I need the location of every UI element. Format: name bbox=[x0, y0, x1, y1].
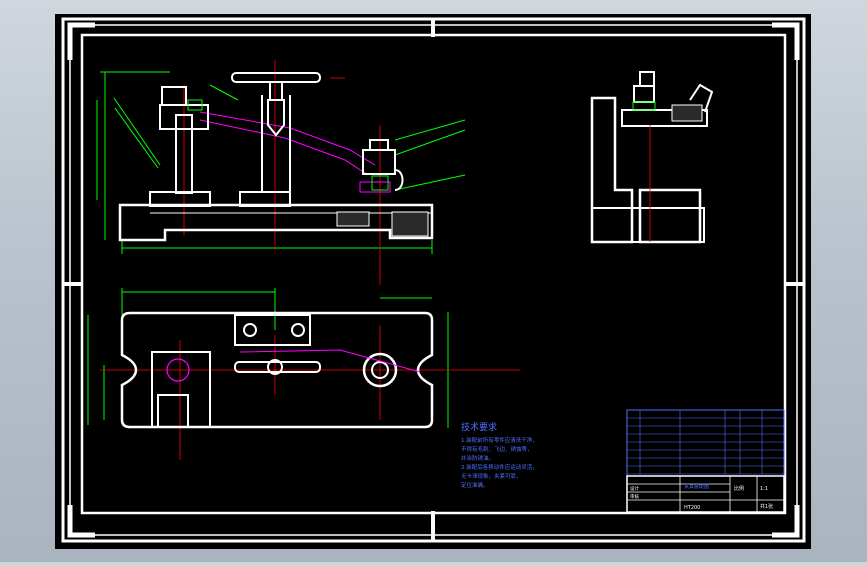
fastening-wheel-icon bbox=[362, 352, 398, 388]
side-hook bbox=[689, 83, 714, 113]
checker-label: 审核 bbox=[630, 493, 639, 500]
top-column-block bbox=[234, 314, 311, 346]
sheet-frame bbox=[61, 17, 806, 543]
right-hook bbox=[394, 169, 404, 191]
right-clamp-jaw bbox=[371, 175, 389, 191]
bolt-hole-right bbox=[291, 323, 305, 337]
drawing-title: 夹具装配图 bbox=[684, 483, 709, 490]
bolt-hole-left bbox=[243, 323, 257, 337]
top-left-bore bbox=[166, 358, 190, 382]
note-line-4: 2.装配后各移动件应运动灵活， bbox=[461, 463, 538, 471]
side-section-hatch bbox=[671, 104, 703, 122]
top-base-plate bbox=[120, 311, 434, 429]
designer-label: 设计 bbox=[630, 485, 639, 492]
title-block-grid bbox=[627, 476, 784, 512]
base-plate bbox=[118, 203, 434, 242]
parts-list-grid bbox=[627, 410, 784, 475]
side-clamp-arm bbox=[621, 109, 708, 127]
side-bolt-top bbox=[639, 71, 655, 87]
front-view[interactable] bbox=[96, 60, 466, 285]
center-column-foot bbox=[239, 191, 291, 207]
material-label: HT200 bbox=[684, 505, 700, 511]
screw-tip bbox=[267, 99, 285, 137]
drawing-sheet bbox=[55, 14, 811, 549]
scale-value: 1:1 bbox=[760, 486, 768, 492]
top-left-clamp bbox=[157, 394, 189, 428]
left-spring bbox=[187, 99, 203, 111]
sheet-count: 共1张 bbox=[760, 503, 773, 510]
note-line-5: 无卡滞现象，夹紧可靠， bbox=[461, 472, 522, 480]
side-base-plate bbox=[591, 207, 705, 243]
section-hatch-left bbox=[336, 211, 370, 227]
side-spring bbox=[632, 101, 656, 111]
left-support-column bbox=[175, 114, 193, 194]
title-block-frame bbox=[626, 475, 785, 513]
side-view[interactable] bbox=[590, 71, 714, 244]
note-line-6: 定位准确。 bbox=[461, 481, 489, 489]
technical-notes: 技术要求 1.装配前所有零件应清洗干净， 不得有毛刺、飞边、锈蚀等， 并涂防锈油… bbox=[461, 421, 538, 489]
note-line-3: 并涂防锈油。 bbox=[461, 454, 494, 462]
section-hatch-right bbox=[391, 211, 429, 237]
left-bolt-head bbox=[161, 86, 187, 106]
front-dimensions bbox=[96, 71, 466, 254]
right-clamp-body bbox=[362, 149, 396, 175]
title-block[interactable]: 夹具装配图 比例 1:1 共1张 HT200 设计 审核 bbox=[626, 409, 785, 513]
note-line-1: 1.装配前所有零件应清洗干净， bbox=[461, 436, 538, 444]
top-handle-hub bbox=[267, 359, 283, 375]
top-hidden-lines bbox=[239, 349, 421, 373]
scale-label: 比例 bbox=[734, 485, 744, 492]
top-view[interactable] bbox=[87, 288, 520, 460]
notes-heading: 技术要求 bbox=[461, 421, 497, 433]
center-column bbox=[261, 95, 291, 192]
note-line-2: 不得有毛刺、飞边、锈蚀等， bbox=[461, 445, 533, 453]
top-t-handle[interactable] bbox=[234, 361, 321, 373]
